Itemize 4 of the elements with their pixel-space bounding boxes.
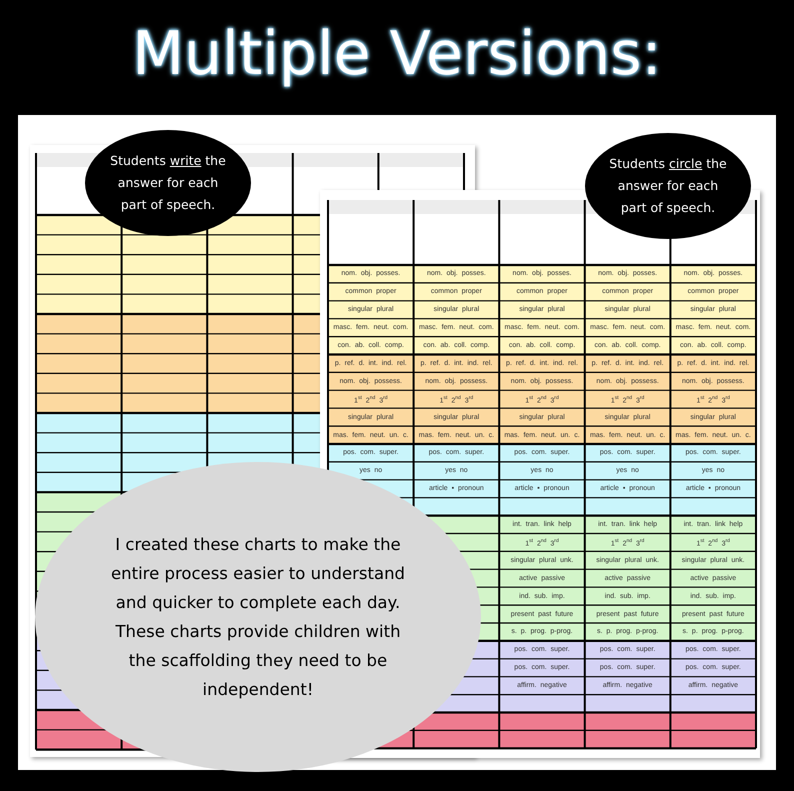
callout-text: Students write the answer for each part of speech. <box>109 152 227 214</box>
title: Multiple Versions: <box>131 18 663 91</box>
callout-text: I created these charts to make the entire process easier to understand and quicker to complete each day. These charts provide children with the scaffolding they need to be independent! <box>110 534 406 701</box>
callout-text: Students circle the answer for each part of speech. <box>609 155 727 217</box>
